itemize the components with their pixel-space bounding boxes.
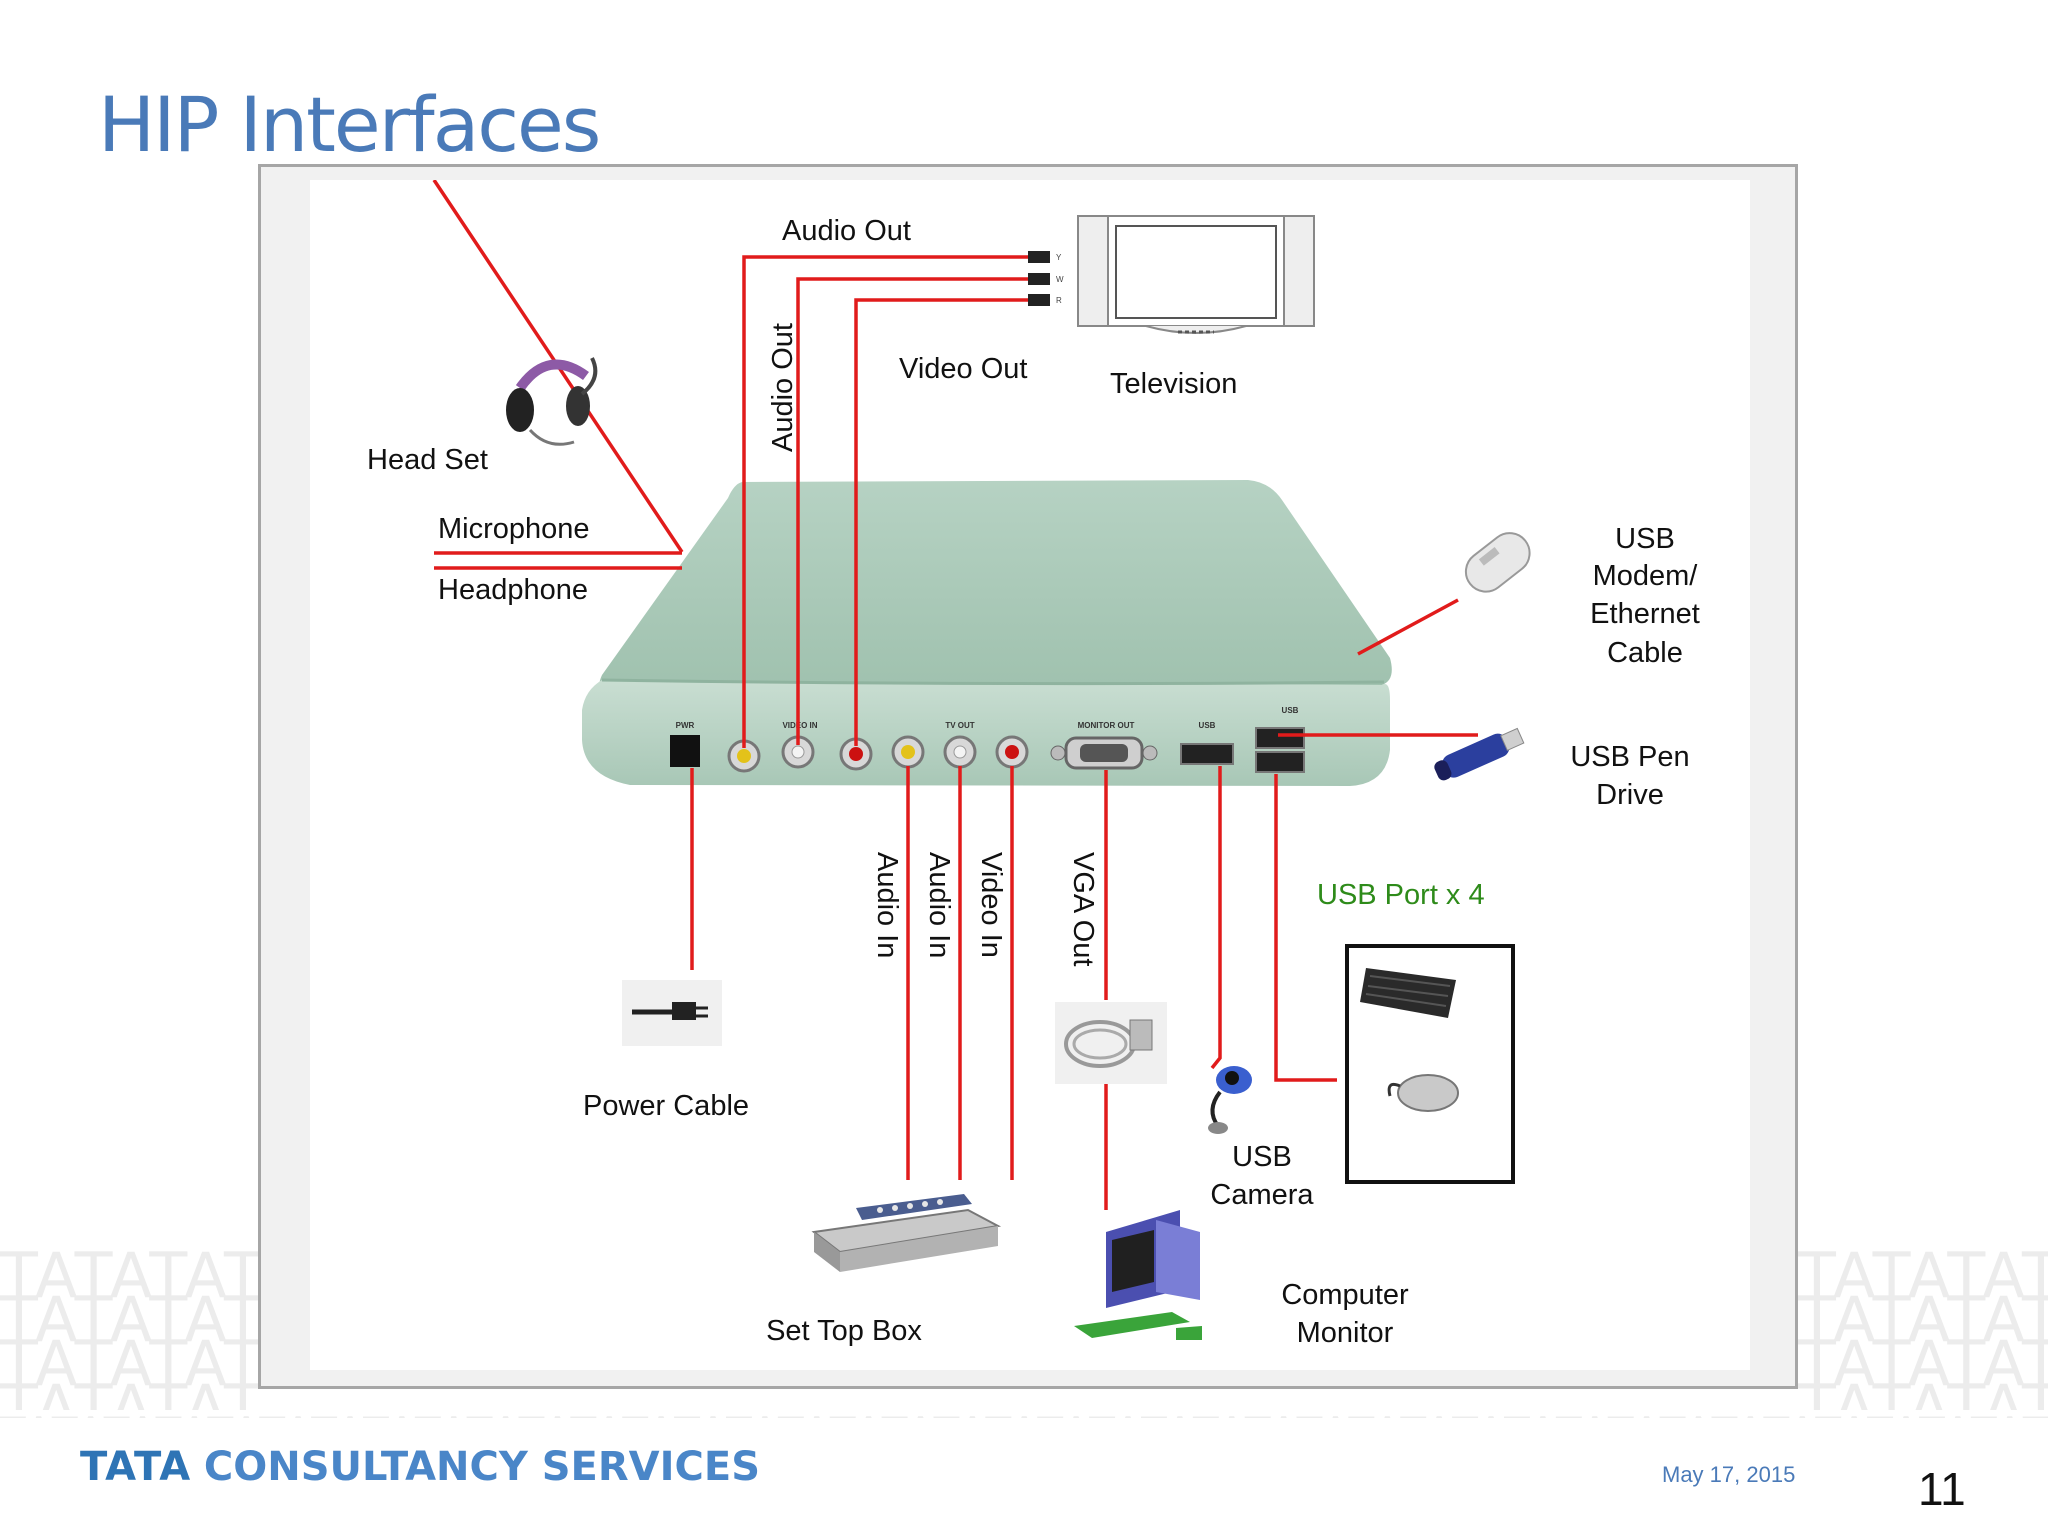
footer-logo: TATA CONSULTANCY SERVICES (80, 1444, 760, 1490)
label-audio-in-2: Audio In (923, 852, 955, 958)
power-adapter-icon (622, 980, 722, 1046)
tv-plug-label-w: W (1056, 275, 1064, 284)
label-headphone: Headphone (438, 574, 588, 606)
slide-date: May 17, 2015 (1662, 1462, 1796, 1487)
label-usb-port-x4: USB Port x 4 (1317, 879, 1485, 911)
footer-brand: TATA (80, 1444, 192, 1490)
svg-text:Drive: Drive (1596, 779, 1664, 811)
label-head-set: Head Set (367, 444, 488, 476)
port-label-usb-stack: USB (1282, 706, 1299, 715)
label-power-cable: Power Cable (583, 1090, 749, 1122)
usb-port-stack-top (1255, 727, 1305, 749)
usb-pen-drive-icon (1434, 727, 1525, 781)
usb-peripherals-box (1345, 944, 1515, 1184)
svg-text:USB: USB (1615, 523, 1675, 555)
port-label-pwr: PWR (676, 721, 695, 730)
label-audio-out-vertical: Audio Out (767, 323, 799, 452)
tv-plug-label-y: Y (1056, 253, 1062, 262)
computer-monitor-icon (1074, 1210, 1202, 1340)
label-usb-camera: USB Camera (1210, 1141, 1314, 1211)
svg-text:Computer: Computer (1281, 1279, 1409, 1311)
label-vga-out: VGA Out (1067, 852, 1099, 966)
usb-camera-icon (1208, 1066, 1252, 1134)
svg-text:Ethernet: Ethernet (1590, 598, 1700, 630)
svg-text:Camera: Camera (1210, 1179, 1314, 1211)
wire-video-out-r (854, 298, 1028, 746)
usb-port-stack-bottom (1255, 751, 1305, 773)
watermark-right: TATATATATATA TATATATATATA TATATATATATA T… (1798, 1239, 2048, 1411)
page-number: 11 (1918, 1463, 1966, 1515)
footer-company: CONSULTANCY SERVICES (203, 1444, 761, 1490)
watermark-bottom: TATATATATATATATATATATATATATATATATATATATA… (0, 1388, 2048, 1419)
label-video-in: Video In (975, 852, 1007, 958)
port-label-tv-out: TV OUT (945, 721, 974, 730)
port-label-monitor-out: MONITOR OUT (1078, 721, 1135, 730)
svg-text:Modem/: Modem/ (1593, 560, 1699, 592)
vga-cable-icon (1055, 1002, 1167, 1084)
svg-text:Monitor: Monitor (1297, 1317, 1394, 1349)
wire-usb-modem (1357, 598, 1459, 656)
label-video-out: Video Out (899, 353, 1027, 385)
wire-audio-out-w (796, 277, 1028, 745)
svg-text:Cable: Cable (1607, 637, 1683, 669)
wire-audio-out-y (742, 255, 1028, 748)
usb-modem-icon (1464, 532, 1531, 593)
label-usb-pen-drive: USB Pen Drive (1570, 741, 1689, 811)
label-audio-in-1: Audio In (871, 852, 903, 958)
port-label-usb: USB (1199, 721, 1216, 730)
svg-text:USB Pen: USB Pen (1570, 741, 1689, 773)
label-usb-modem: USB Modem/ Ethernet Cable (1590, 523, 1700, 669)
label-computer-monitor: Computer Monitor (1281, 1279, 1409, 1349)
set-top-box-icon (811, 1194, 1002, 1272)
connection-wires (432, 180, 1478, 1210)
usb-port (1180, 743, 1234, 765)
wire-usb-camera (1210, 766, 1222, 1070)
label-set-top-box: Set Top Box (766, 1315, 922, 1347)
label-television: Television (1110, 368, 1237, 400)
device-ports: PWR VIDEO IN TV OUT MONITOR OUT USB USB (670, 706, 1305, 773)
label-microphone: Microphone (438, 513, 590, 545)
label-audio-out-top: Audio Out (782, 215, 911, 247)
wire-usb-port-x4 (1274, 774, 1337, 1082)
interface-diagram: PWR VIDEO IN TV OUT MONITOR OUT USB USB (310, 180, 1750, 1370)
television: Y W R (1028, 215, 1315, 334)
slide-title: HIP Interfaces (98, 80, 601, 169)
port-label-video-in: VIDEO IN (782, 721, 817, 730)
tv-plug-label-r: R (1056, 296, 1062, 305)
svg-text:USB: USB (1232, 1141, 1292, 1173)
power-port (670, 735, 700, 767)
watermark-left: TATATATATATA TATATATATATA TATATATATATA T… (0, 1239, 258, 1411)
keyboard-icon (1360, 968, 1456, 1018)
mouse-icon (1387, 1074, 1459, 1112)
headset-icon (506, 357, 598, 446)
